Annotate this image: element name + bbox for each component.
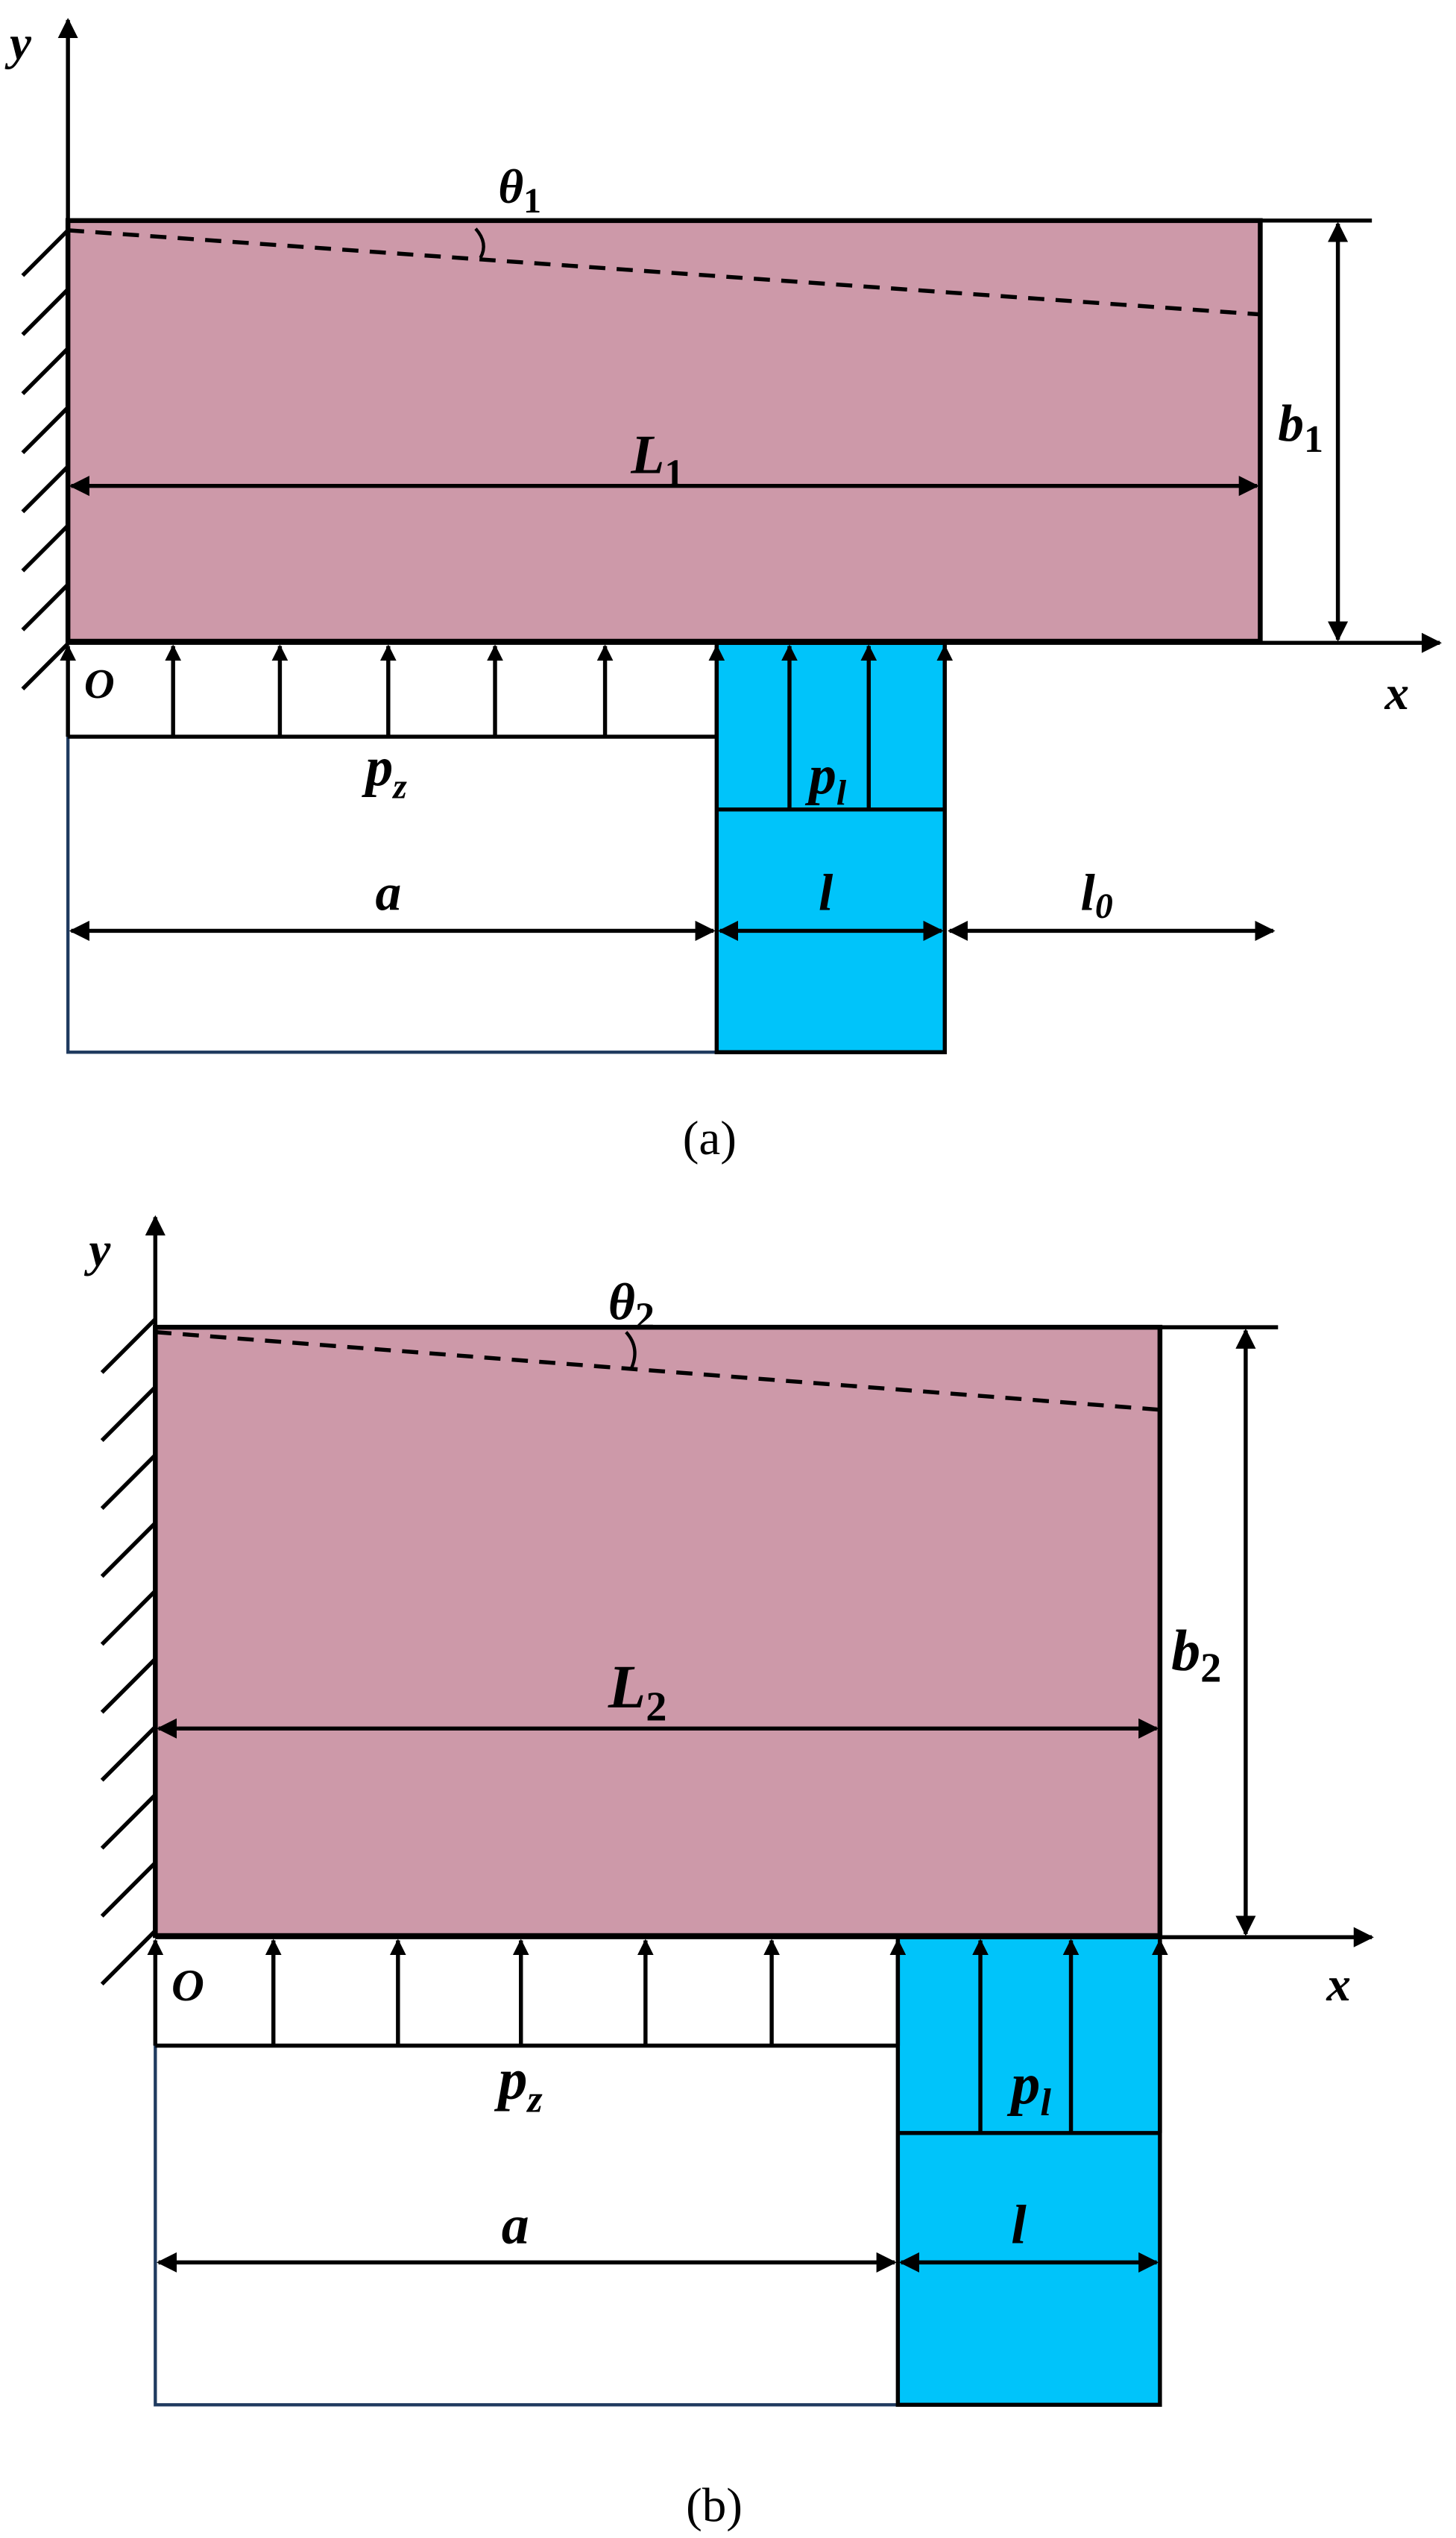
- origin-label-a: O: [84, 661, 115, 708]
- l-label-b: l: [1011, 2194, 1027, 2255]
- zone-a-box: [66, 734, 719, 1054]
- theta-arc-a: [474, 227, 485, 259]
- caption-a: (a): [683, 1112, 737, 1165]
- y-axis-label-b: y: [83, 1224, 111, 1277]
- wall-hatch-stroke: [21, 347, 70, 395]
- wall-hatch-stroke: [21, 288, 70, 336]
- wall-hatch-b: [100, 1317, 157, 1986]
- pz-label-b: pz: [494, 2047, 543, 2120]
- caption-b: (b): [686, 2479, 743, 2533]
- wall-hatch-stroke: [100, 1793, 157, 1850]
- l0-label: l0: [1081, 864, 1113, 926]
- pl-arrows-b: [972, 1939, 1168, 2133]
- fluid-chamber-a: [714, 640, 947, 1054]
- a-label-b: a: [502, 2194, 529, 2255]
- x-axis-label-b: x: [1326, 1958, 1351, 2012]
- wall-hatch-stroke: [100, 1657, 157, 1714]
- theta1-label: θ1: [498, 160, 541, 221]
- pl-label-a: pl: [804, 744, 847, 813]
- wall-hatch-stroke: [100, 1725, 157, 1782]
- wall-hatch-stroke: [21, 642, 70, 690]
- theta2-label: θ2: [608, 1273, 655, 1338]
- pl-arrows-a: [781, 644, 954, 810]
- beam-a: [65, 218, 1263, 644]
- origin-label-b: O: [171, 1961, 204, 2011]
- l-label-a: l: [819, 864, 833, 922]
- wall-hatch-stroke: [100, 1861, 157, 1918]
- beam-b: [153, 1324, 1163, 1939]
- wall-hatch-a: [21, 228, 70, 690]
- wall-hatch-stroke: [21, 406, 70, 455]
- fluid-chamber-b: [895, 1935, 1162, 2408]
- pl-label-b: pl: [1006, 2052, 1051, 2124]
- theta-arc-b: [625, 1331, 637, 1370]
- wall-hatch-stroke: [100, 1589, 157, 1646]
- deflection-line-a: [67, 228, 1261, 317]
- b2-label: b2: [1171, 1618, 1221, 1691]
- figure-b: y x O θ2 L2 b2 pz pl a l (b): [83, 1215, 1374, 2533]
- a-label-a: a: [375, 864, 401, 922]
- wall-hatch-stroke: [100, 1385, 157, 1442]
- wall-hatch-stroke: [21, 523, 70, 573]
- L2-label: L2: [608, 1653, 667, 1730]
- L1-label: L1: [630, 423, 684, 494]
- wall-hatch-stroke: [100, 1453, 157, 1511]
- wall-hatch-stroke: [100, 1929, 157, 1986]
- wall-hatch-stroke: [100, 1521, 157, 1578]
- figure-a: y x O θ1 L1 b1 pz pl a l l0 (a): [4, 16, 1443, 1165]
- pz-arrows-a: [60, 644, 725, 737]
- b1-label: b1: [1278, 395, 1323, 461]
- zone-a-box-b: [154, 2044, 900, 2407]
- y-axis-label-a: y: [4, 16, 32, 70]
- pz-arrows-b: [147, 1939, 907, 2046]
- pz-label-a: pz: [361, 736, 407, 806]
- deflection-line-b: [155, 1329, 1161, 1412]
- wall-hatch-stroke: [21, 228, 70, 277]
- wall-hatch-stroke: [21, 583, 70, 632]
- x-axis-label-a: x: [1384, 667, 1410, 720]
- wall-hatch-stroke: [100, 1317, 157, 1374]
- wall-hatch-stroke: [21, 465, 70, 514]
